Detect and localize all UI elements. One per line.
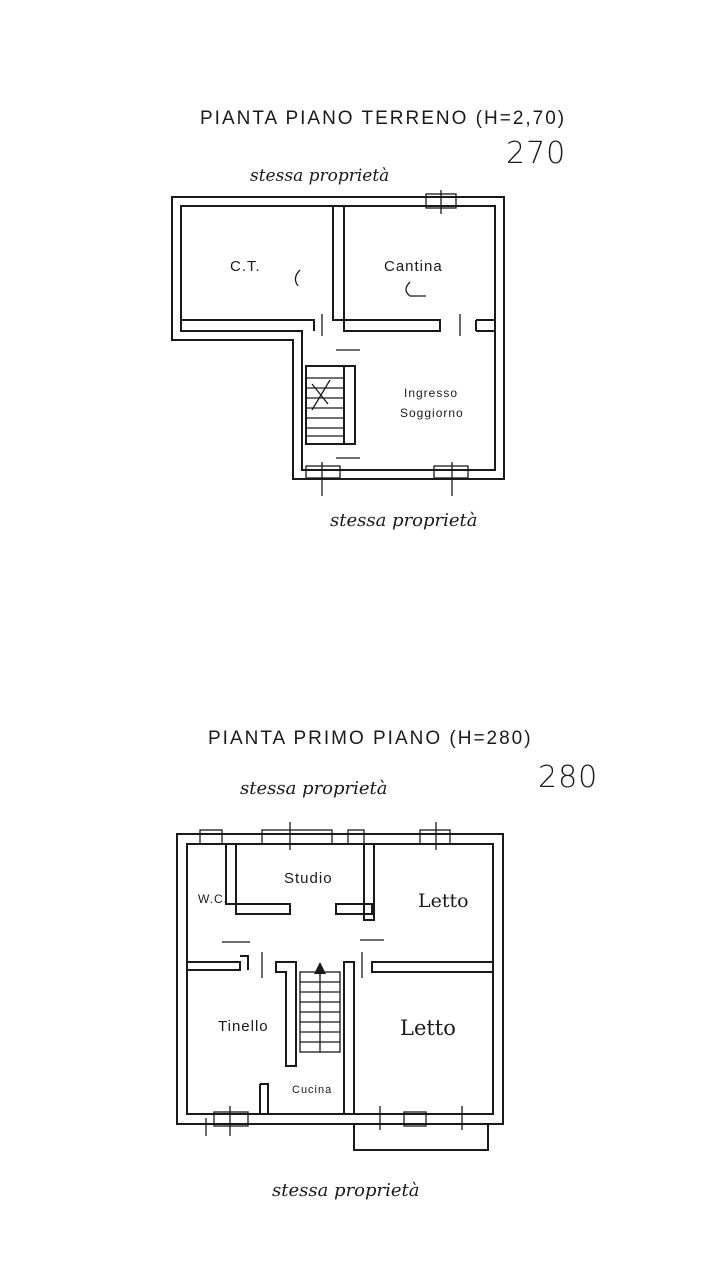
ground-floor-top-neighbor: stessa proprietà — [250, 166, 390, 186]
partition-wall — [259, 1083, 269, 1114]
partition-wall — [335, 903, 373, 915]
partition-wall — [181, 319, 315, 331]
first-floor-plan — [176, 822, 504, 1151]
partition-wall — [363, 844, 375, 921]
room-label-ingresso: Ingresso — [404, 386, 459, 400]
ground-floor-inner-wall-line — [180, 205, 496, 471]
balcony — [353, 1124, 489, 1151]
window — [199, 829, 223, 845]
partition-wall — [187, 961, 241, 971]
partition-wall — [225, 844, 237, 905]
window — [433, 465, 469, 479]
ground-floor-stair — [305, 365, 356, 445]
window — [347, 829, 365, 845]
ground-floor-height: 270 — [506, 136, 567, 171]
window — [261, 829, 333, 845]
first-floor-title: PIANTA PRIMO PIANO (H=280) — [208, 728, 533, 749]
room-label-studio: Studio — [284, 870, 333, 887]
room-label-soggiorno: Soggiorno — [400, 406, 464, 420]
room-label-cantina: Cantina — [384, 258, 443, 275]
partition-wall — [332, 206, 345, 321]
room-label-tinello: Tinello — [218, 1018, 269, 1035]
window — [403, 1111, 427, 1127]
first-floor-inner-wall-line — [186, 843, 494, 1115]
partition-wall — [475, 319, 495, 332]
window — [419, 829, 451, 845]
room-label-wc: W.C. — [198, 892, 228, 906]
first-floor-stair — [275, 961, 355, 1115]
window — [305, 465, 341, 479]
ground-floor-plan — [171, 190, 505, 496]
ground-floor-outer-wall — [171, 196, 505, 480]
room-label-letto-bottom: Letto — [400, 1016, 456, 1040]
ground-floor-bottom-neighbor: stessa proprietà — [330, 510, 478, 531]
room-label-letto-top: Letto — [418, 890, 469, 912]
partition-wall — [343, 319, 441, 332]
first-floor-bottom-neighbor: stessa proprietà — [272, 1180, 420, 1201]
partition-wall — [371, 961, 494, 973]
room-label-ct: C.T. — [230, 258, 261, 275]
partition-wall — [240, 955, 249, 970]
window — [213, 1111, 249, 1127]
ground-floor-title: PIANTA PIANO TERRENO (H=2,70) — [200, 108, 567, 129]
partition-wall — [235, 903, 291, 915]
first-floor-outer-wall — [176, 833, 504, 1125]
room-label-cucina: Cucina — [292, 1084, 333, 1096]
first-floor-height: 280 — [538, 760, 599, 795]
first-floor-top-neighbor: stessa proprietà — [240, 778, 388, 799]
